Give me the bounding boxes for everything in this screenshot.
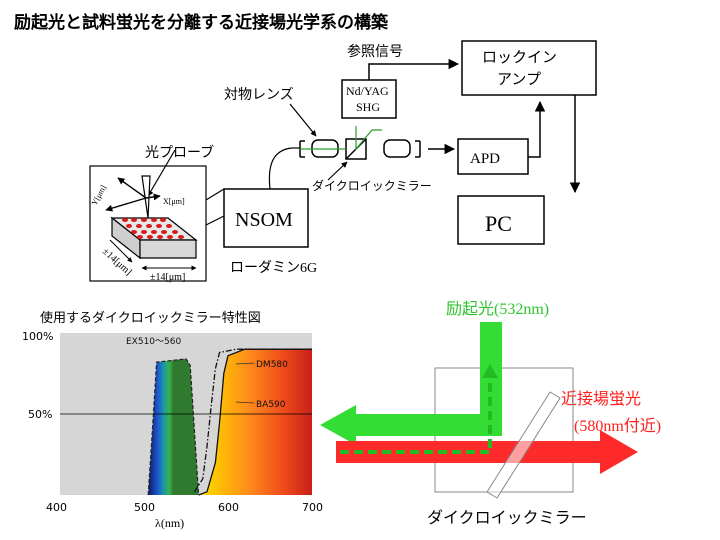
- series-line-2: [193, 348, 312, 493]
- mirror-plate: [486, 391, 561, 499]
- x-tick-700: 700: [302, 501, 323, 514]
- x-tick-500: 500: [134, 501, 155, 514]
- excitation-label: 励起光(532nm): [446, 300, 549, 318]
- laser-box: [341, 79, 397, 119]
- objective-lens-label: 対物レンズ: [224, 87, 294, 103]
- nearfield-label-1: 近接場蛍光: [561, 390, 641, 408]
- series-line-3: [198, 348, 312, 496]
- setup-green-beam: [300, 126, 382, 151]
- rhodamine-dots: [122, 218, 184, 239]
- sample-block: [105, 175, 198, 271]
- x-tick-400: 400: [46, 501, 67, 514]
- dichroic-mirror-setup-label: ダイクロイックミラー: [312, 178, 432, 193]
- nearfield-label-2: (580nm付近): [574, 417, 661, 435]
- series-line-1: [147, 358, 200, 496]
- lockin-label-1: ロックイン: [482, 49, 557, 66]
- fluorescence-arrowhead: [600, 430, 638, 474]
- excitation-beam-horizontal: [356, 414, 502, 436]
- laser-label-1: Nd/YAG: [346, 84, 389, 98]
- dichroic-mirror-diagram: 励起光(532nm) 近接場蛍光 (580nm付近) ダイクロイックミラー: [320, 300, 661, 527]
- chart-title: 使用するダイクロイックミラー特性図: [40, 310, 261, 326]
- x-tick-600: 600: [218, 501, 239, 514]
- apd-label: APD: [470, 151, 500, 167]
- reference-signal-line: [368, 58, 460, 80]
- apd-box: [457, 138, 529, 175]
- dashed-path: [340, 378, 492, 454]
- series-layer: [147, 348, 312, 496]
- curve-label-ba: BA590: [256, 400, 286, 410]
- nsom-label: NSOM: [235, 209, 293, 231]
- nsom-box: [223, 188, 309, 248]
- laser-label-2: SHG: [356, 100, 380, 114]
- excitation-arrowhead: [320, 405, 356, 445]
- page-title: 励起光と試料蛍光を分離する近接場光学系の構築: [14, 12, 389, 33]
- sample-x-label: X[μm]: [163, 197, 185, 206]
- rhodamine-label: ローダミン6G: [230, 260, 317, 276]
- x-axis-label: λ(nm): [155, 516, 184, 530]
- y-tick-50: 50%: [28, 408, 52, 421]
- reference-signal-label: 参照信号: [347, 43, 403, 60]
- sample-width-label: ±14[μm]: [150, 272, 185, 283]
- excitation-band: [148, 358, 199, 495]
- pc-box: [457, 195, 545, 245]
- mirror-label: ダイクロイックミラー: [427, 508, 587, 527]
- lockin-amplifier-box: [461, 40, 597, 96]
- x-tick-layer: 400 500 600 700: [46, 501, 323, 514]
- emission-band: [198, 349, 312, 495]
- optical-probe-label: 光プローブ: [145, 144, 214, 161]
- pc-label: PC: [485, 211, 512, 236]
- lockin-label-2: アンプ: [497, 71, 541, 88]
- y-tick-100: 100%: [22, 330, 53, 343]
- curve-label-dm: DM580: [256, 360, 288, 370]
- curve-label-ex: EX510～560: [126, 337, 181, 347]
